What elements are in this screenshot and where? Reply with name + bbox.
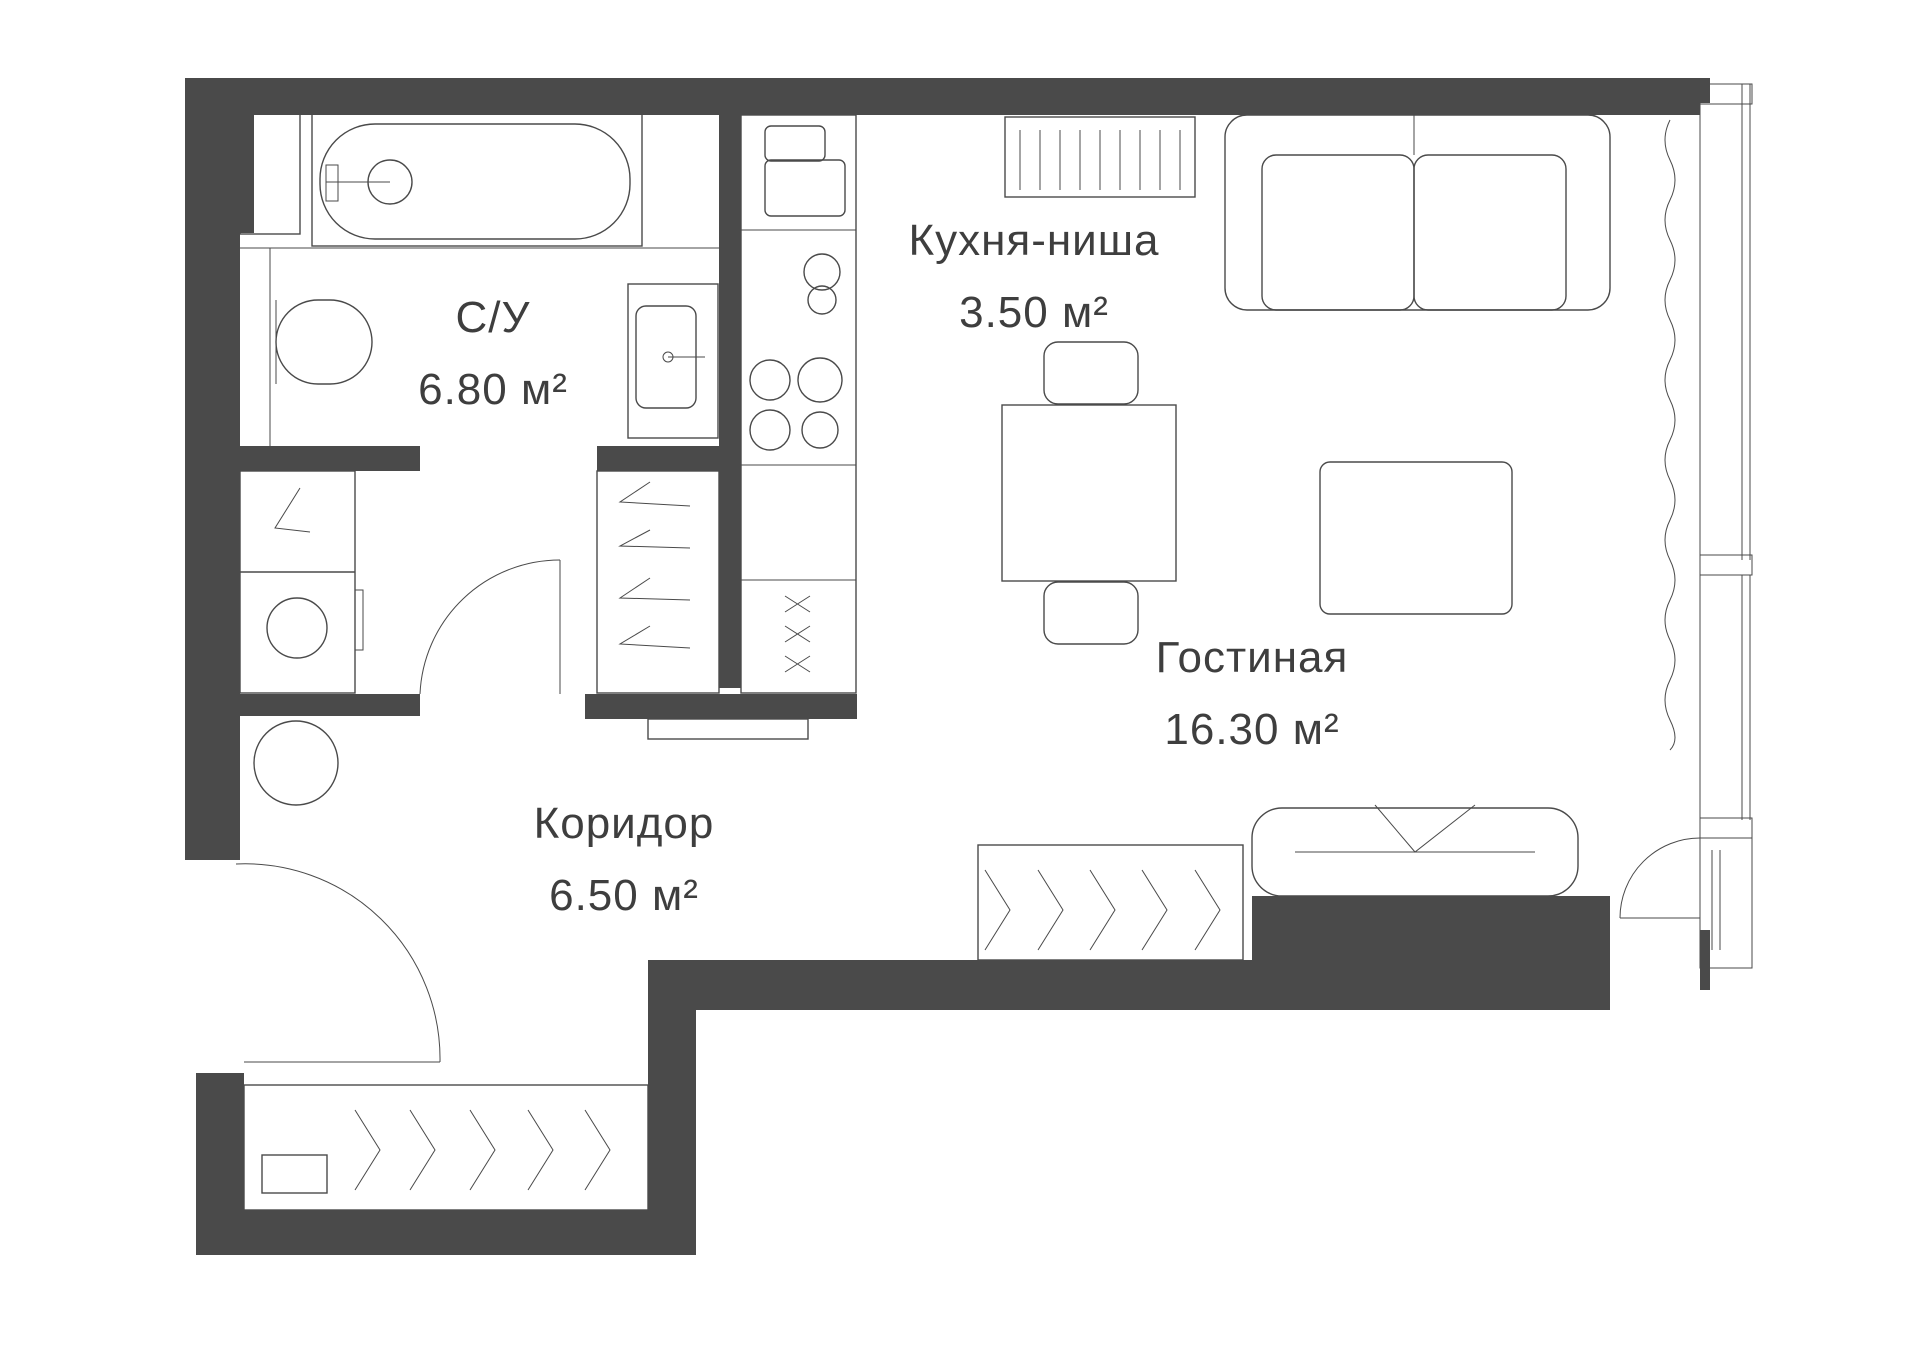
chair-bottom: [1043, 581, 1139, 645]
closet-niche: [239, 103, 301, 235]
kitchen-sink: [764, 125, 826, 162]
living-fixtures: [1224, 114, 1611, 897]
window: [1619, 80, 1753, 969]
toilet: [275, 299, 373, 385]
washing-machine-icon: [266, 597, 328, 659]
bathtub: [319, 123, 631, 240]
wall-bottom-right: [648, 960, 1610, 1010]
wall-bathroom-bottom-right: [597, 446, 722, 471]
corridor-fixtures: [235, 470, 1244, 1211]
wall-bottom: [196, 1210, 696, 1255]
wall-corridor-niche-left: [240, 694, 420, 716]
inner-door-swing: [419, 559, 561, 695]
curtain: [1664, 119, 1676, 751]
wall-kitchen-bottom: [585, 694, 857, 719]
dining-table: [1001, 404, 1177, 582]
wardrobe-left: [239, 470, 356, 694]
radiator: [1004, 116, 1196, 198]
wall-corridor-step: [648, 960, 696, 1255]
sofa-outer: [1224, 114, 1611, 311]
room-area-corridor: 6.50 м²: [549, 871, 699, 920]
sofa-seat-left: [1261, 154, 1415, 311]
shoe-box: [261, 1154, 328, 1194]
wall-left-upper: [185, 78, 240, 860]
walls: [185, 78, 1710, 1255]
kitchen-counter: [740, 114, 857, 694]
wardrobe-living: [977, 844, 1244, 961]
wall-top: [185, 78, 1700, 115]
sofa-seat-right: [1413, 154, 1567, 311]
bathtub-outline: [311, 111, 643, 247]
entrance-door-swing: [235, 863, 441, 1063]
sink-cabinet: [627, 283, 719, 439]
room-area-living: 16.30 м²: [1164, 705, 1339, 754]
room-name-living: Гостиная: [1156, 633, 1349, 682]
balcony-door: [1619, 837, 1701, 919]
counter-bottom: [647, 718, 809, 740]
wall-right-lower-pier: [1700, 930, 1710, 990]
wall-bathroom-kitchen: [719, 100, 741, 688]
coffee-table: [1319, 461, 1513, 615]
tv-stand: [1251, 807, 1579, 897]
wardrobe-bottom: [243, 1084, 649, 1211]
room-labels: С/У 6.80 м² Кухня-ниша 3.50 м² Гостиная …: [418, 216, 1349, 920]
room-area-bathroom: 6.80 м²: [418, 365, 568, 414]
bathroom-fixtures: [239, 103, 719, 446]
wall-bathroom-closet-divider: [240, 78, 254, 233]
stove-burner: [749, 359, 791, 401]
round-stool: [253, 720, 339, 806]
room-area-kitchen: 3.50 м²: [959, 288, 1109, 337]
room-name-kitchen: Кухня-ниша: [908, 216, 1159, 265]
wall-right-top-pier: [1700, 78, 1710, 103]
kitchen-fixtures: [647, 114, 1196, 740]
room-name-bathroom: С/У: [456, 293, 531, 342]
wardrobe-middle: [596, 470, 720, 694]
room-name-corridor: Коридор: [534, 799, 715, 848]
wall-bathroom-bottom-left: [240, 446, 420, 471]
chair-top: [1043, 341, 1139, 405]
wall-left-lower: [196, 1073, 244, 1255]
